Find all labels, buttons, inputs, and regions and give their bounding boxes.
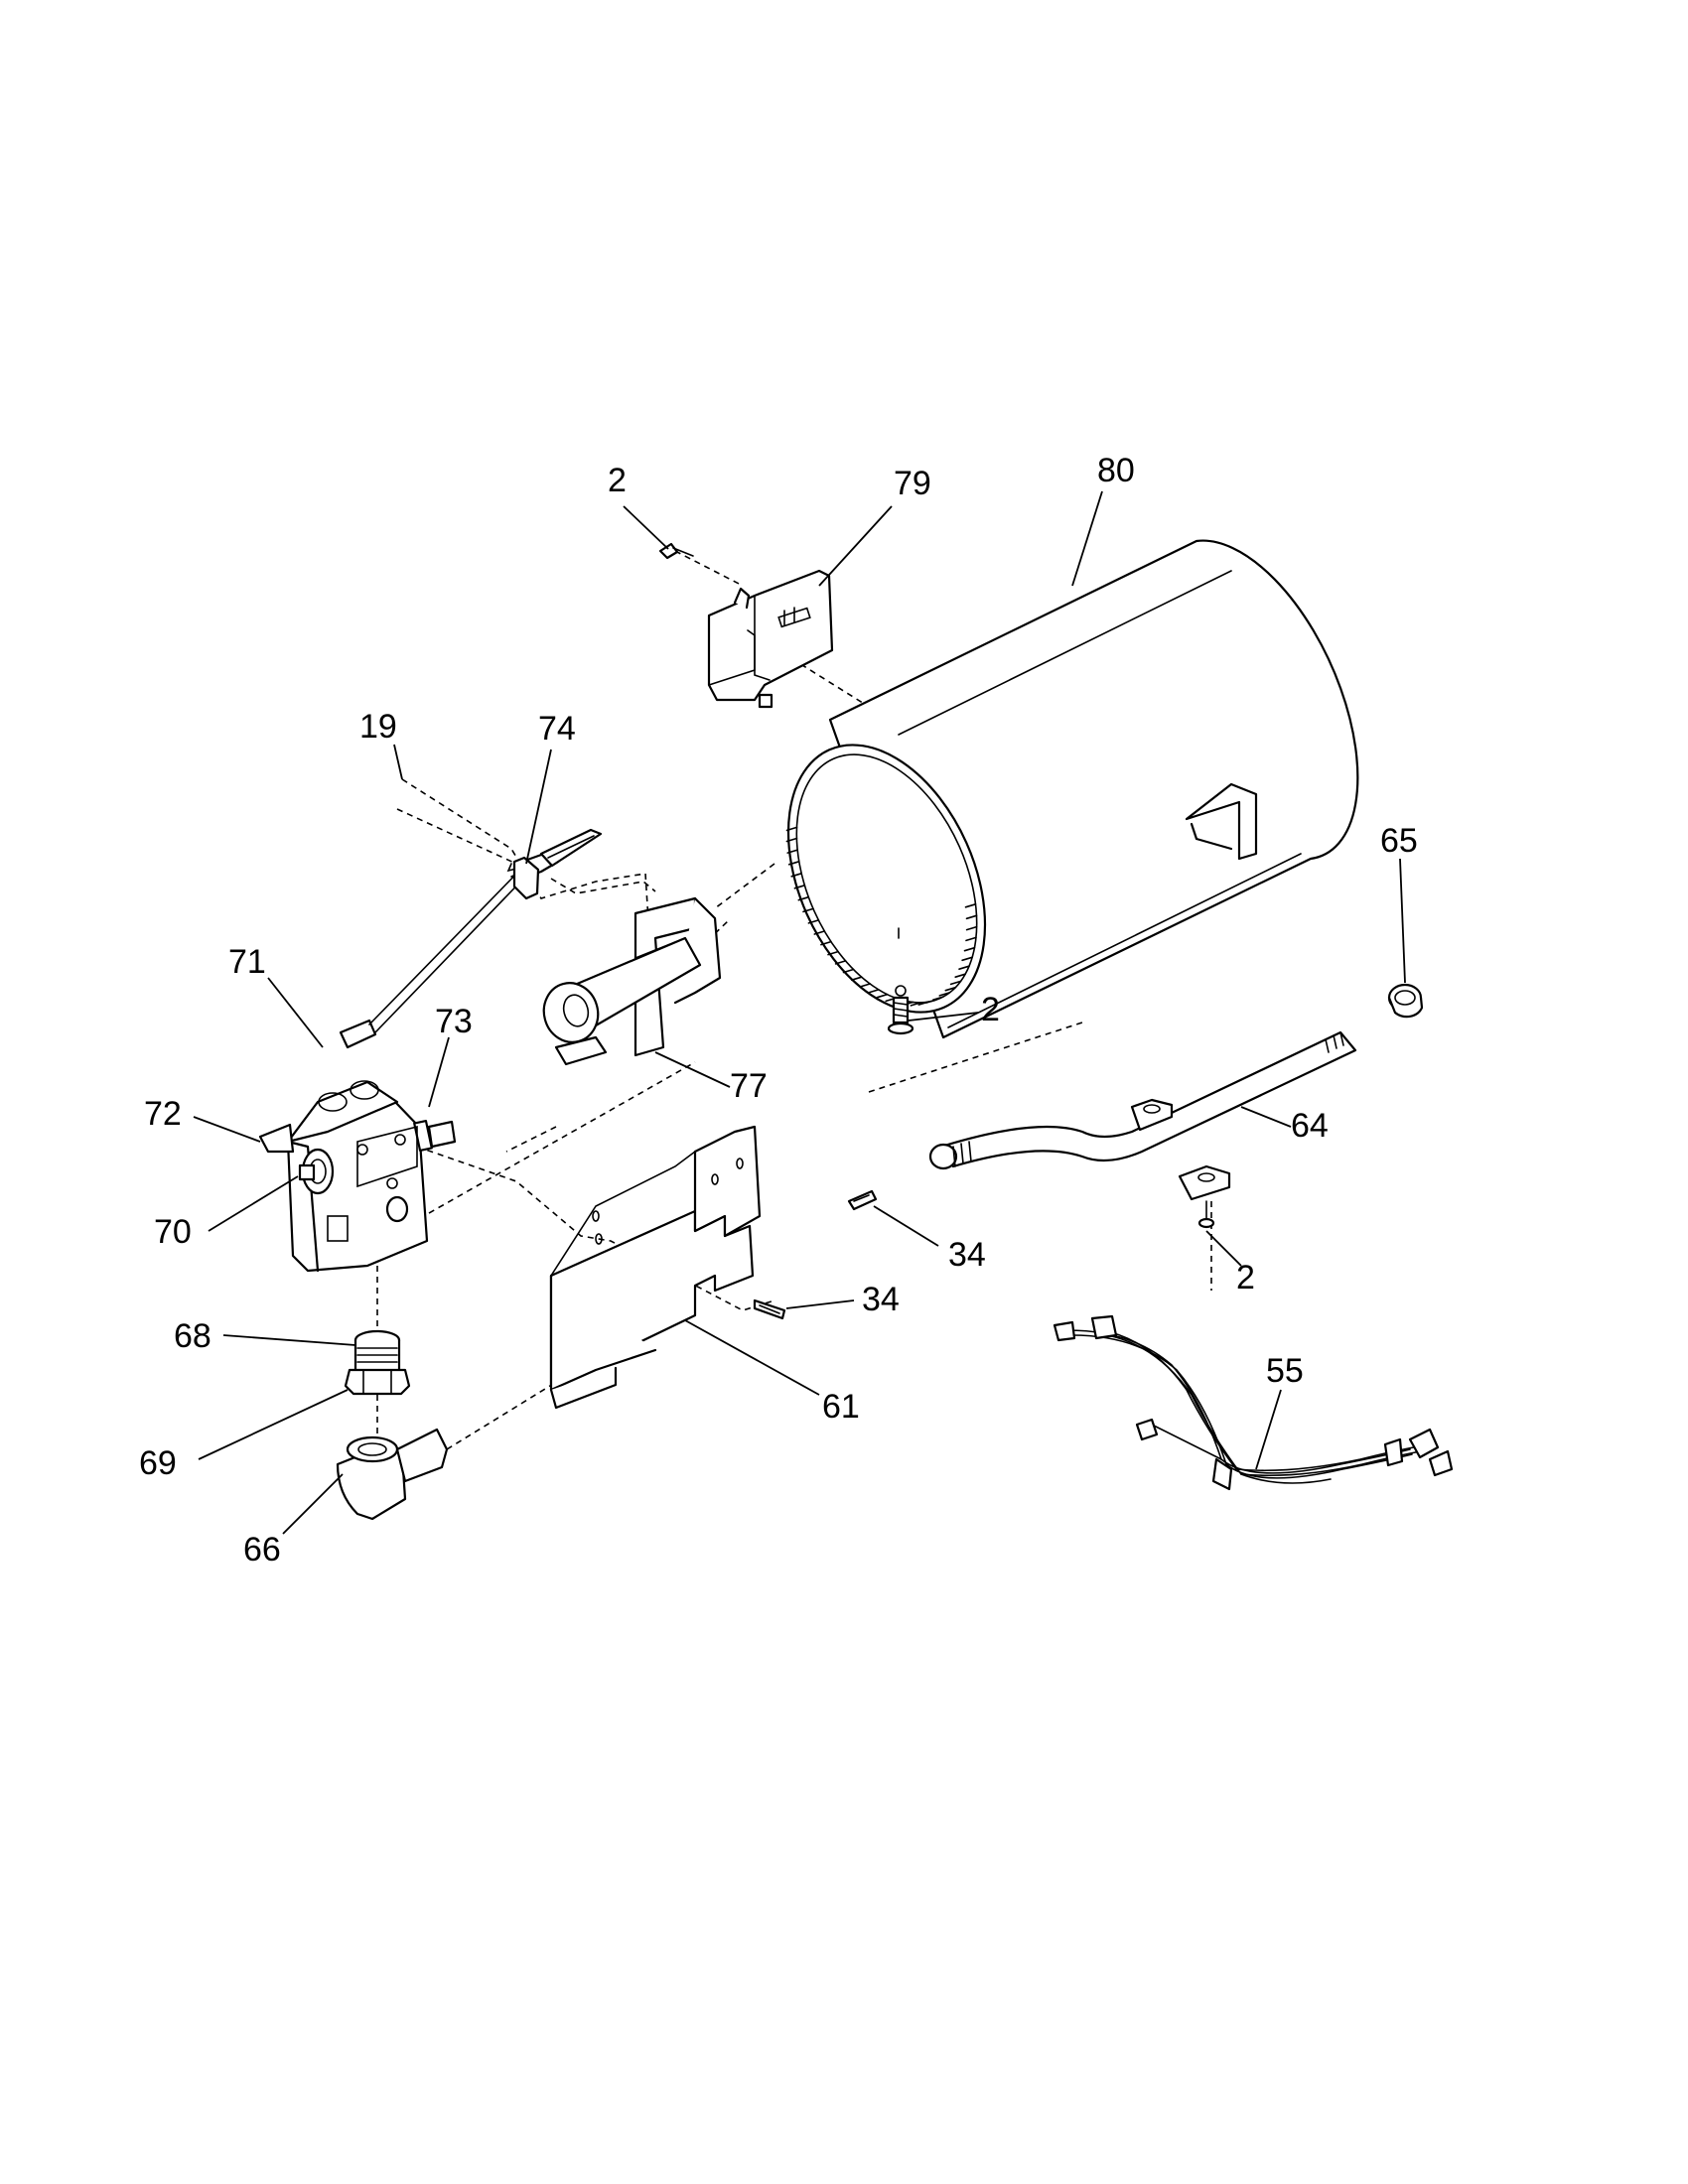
cylinder-tick-mark [834, 960, 847, 965]
cylinder-tick-mark [931, 996, 944, 1001]
cylinder-tick-mark [842, 968, 855, 974]
wiring-harness-part-55 [1053, 1314, 1454, 1491]
ignitor-part-74 [339, 808, 656, 1049]
cylinder-tick-mark [790, 872, 803, 878]
callout-80: 80 [1097, 452, 1135, 489]
gas-valve-part-70 [258, 1080, 457, 1273]
cylinder-tick-mark [797, 895, 810, 901]
callout-71: 71 [228, 943, 266, 981]
cylinder-tick-mark [910, 1002, 922, 1007]
cylinder-opening-ticks [785, 826, 978, 1007]
leader-lines [193, 490, 1406, 1535]
cylinder-tick-mark [813, 930, 826, 935]
gas-tube-part-64 [928, 1030, 1357, 1201]
callout-68: 68 [174, 1317, 211, 1355]
cylinder-tick-mark [965, 914, 978, 920]
cylinder-tick-mark [944, 986, 957, 992]
callout-2-mid: 2 [981, 991, 1000, 1028]
assembly-lines [361, 550, 1212, 1450]
screw-part-2-right [1197, 1200, 1215, 1229]
callout-34-upper: 34 [948, 1236, 986, 1274]
callout-55: 55 [1266, 1352, 1304, 1390]
screw-part-34-lower [753, 1298, 786, 1320]
cylinder-tick-mark [964, 902, 977, 908]
callout-labels: 2 79 80 19 74 65 71 73 77 2 72 64 70 34 … [139, 452, 1418, 1569]
burner-tube-part-77 [542, 896, 722, 1066]
cylinder-tick-mark [787, 860, 800, 866]
callout-69: 69 [139, 1444, 177, 1482]
callout-70: 70 [154, 1213, 192, 1251]
callout-64: 64 [1291, 1107, 1329, 1145]
callout-2-top: 2 [608, 462, 627, 499]
callout-72: 72 [144, 1095, 182, 1133]
cylinder-tick-mark [802, 907, 814, 913]
callout-73: 73 [435, 1003, 473, 1040]
cylinder-tick-mark [949, 980, 962, 986]
cylinder-tick-mark [827, 950, 839, 956]
callout-61: 61 [822, 1388, 860, 1426]
screw-part-2-top [658, 542, 694, 560]
cylinder-tick-mark [793, 884, 806, 889]
cylinder-tick-mark [876, 993, 889, 999]
cap-part-65 [1387, 983, 1424, 1019]
callout-19: 19 [359, 708, 397, 746]
callout-79: 79 [894, 465, 931, 502]
callout-34-lower: 34 [862, 1281, 900, 1318]
callout-66: 66 [243, 1531, 281, 1569]
cylinder-tick-mark [867, 989, 880, 994]
cylinder-tick-mark [963, 946, 976, 952]
cylinder-shell-part-80 [786, 539, 1359, 1039]
callout-2-right: 2 [1236, 1259, 1255, 1297]
cylinder-tick-mark [859, 983, 872, 988]
callout-65: 65 [1380, 822, 1418, 860]
screw-part-2-mid [887, 996, 914, 1035]
hex-nut-part-69 [344, 1368, 411, 1396]
cylinder-tick-mark [785, 826, 798, 832]
screw-part-34-upper [847, 1189, 878, 1211]
cylinder-tick-mark [917, 1001, 930, 1006]
cylinder-tick-mark [958, 965, 970, 971]
cylinder-tick-mark [850, 976, 863, 982]
bracket-part-79 [707, 569, 834, 709]
burner-bracket-part-61 [549, 1125, 762, 1410]
cylinder-tick-mark [954, 973, 967, 979]
callout-74: 74 [538, 710, 576, 748]
cylinder-tick-mark [965, 925, 978, 931]
cylinder-tick-mark [786, 849, 799, 854]
cylinder-tick-mark [785, 837, 798, 843]
cylinder-tick-mark [820, 940, 832, 946]
cylinder-tick-mark [938, 992, 951, 997]
cylinder-tick-mark [965, 936, 977, 942]
callout-77: 77 [730, 1067, 768, 1105]
elbow-part-66 [336, 1428, 449, 1521]
cylinder-tick-mark [961, 956, 973, 962]
cylinder-tick-mark [807, 919, 820, 924]
